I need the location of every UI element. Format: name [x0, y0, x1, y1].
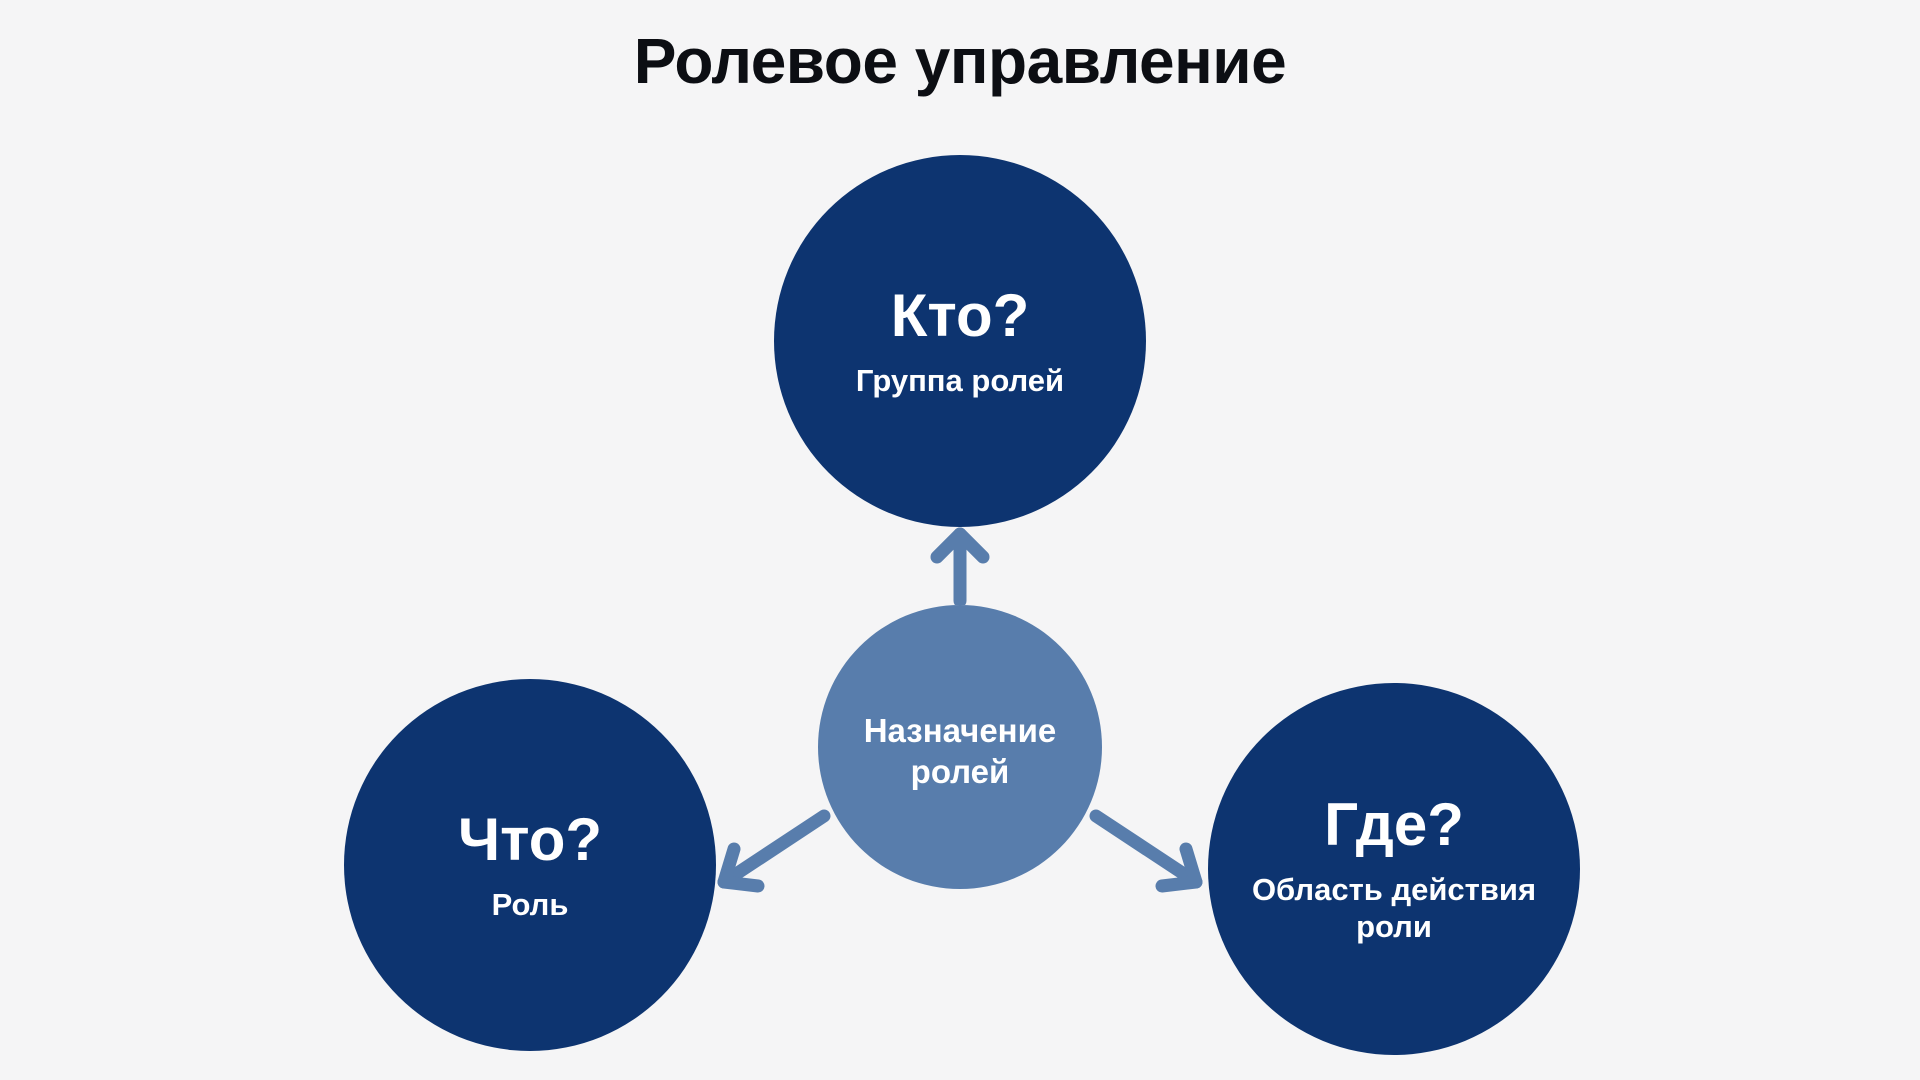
node-where: Где? Область действия роли [1208, 683, 1580, 1055]
node-who-label: Группа ролей [855, 362, 1065, 398]
node-center: Назначение ролей [818, 605, 1102, 889]
arrow-down-left-icon [717, 809, 831, 893]
node-where-question: Где? [1324, 791, 1464, 859]
node-who-question: Кто? [890, 281, 1030, 349]
node-what-question: Что? [457, 805, 603, 873]
node-who: Кто? Группа ролей [774, 155, 1146, 527]
node-what-label: Роль [491, 886, 569, 922]
arrow-down-right-icon [1089, 809, 1203, 893]
node-center-label: Назначение ролей [863, 711, 1057, 790]
arrow-up-icon [930, 527, 990, 605]
page-title: Ролевое управление [633, 25, 1287, 97]
node-what: Что? Роль [344, 679, 716, 1051]
node-where-label: Область действия роли [1251, 872, 1537, 944]
